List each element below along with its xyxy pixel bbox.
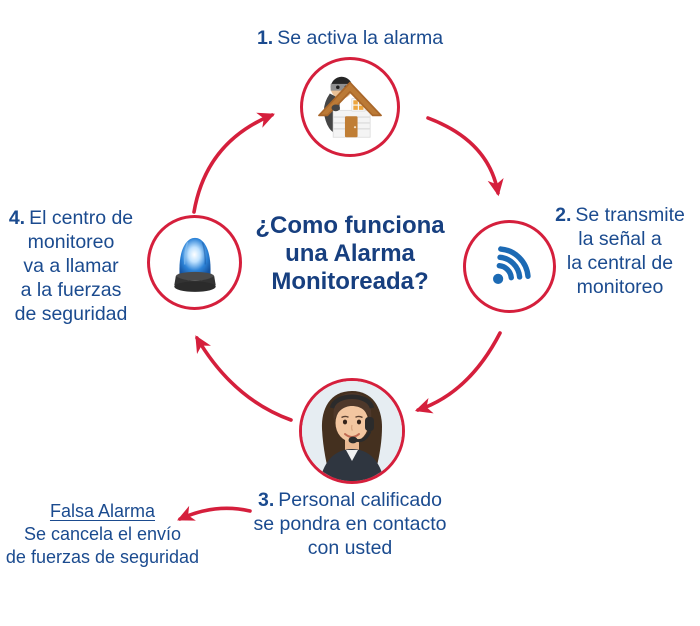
step1-text: Se activa la alarma: [277, 27, 444, 49]
diagram-title: ¿Como funciona una Alarma Monitoreada?: [255, 212, 445, 295]
step1-node: [300, 57, 400, 157]
burglar-house-icon: [318, 76, 382, 138]
arrow-step3-to-step4: [195, 335, 293, 422]
step4-number: 4.: [8, 207, 26, 229]
step3-number: 3.: [258, 489, 275, 511]
step1-label: 1.Se activa la alarma: [175, 26, 525, 50]
step2-label: 2.Se transmite la señal a la central de …: [555, 204, 685, 298]
false-alarm-note: Falsa Alarma Se cancela el envío de fuer…: [5, 501, 200, 567]
arrow-step4-to-step1: [192, 112, 275, 214]
arrow-step1-to-step2: [426, 116, 504, 197]
step3-label: 3.Personal calificado se pondra en conta…: [253, 489, 447, 559]
arrow-step2-to-step3: [414, 331, 502, 414]
step4-node: [147, 215, 242, 310]
siren-icon: [173, 237, 216, 292]
wifi-signal-icon: [492, 245, 531, 284]
step2-number: 2.: [555, 204, 572, 226]
step3-node: [299, 378, 405, 484]
step1-number: 1.: [256, 27, 274, 49]
step4-label: 4.El centro de monitoreo va a llamar a l…: [8, 207, 134, 325]
step2-node: [463, 220, 556, 313]
operator-photo: [302, 381, 402, 481]
false-alarm-title: Falsa Alarma: [49, 501, 156, 521]
